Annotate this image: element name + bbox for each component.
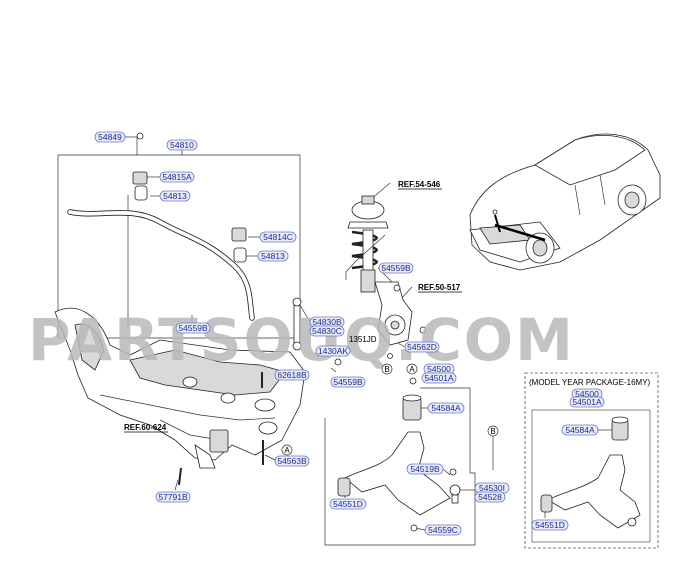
part-label-54849[interactable]: 54849 <box>94 131 126 143</box>
part-label-54551D-b[interactable]: 54551D <box>531 519 569 531</box>
bushing-clamp-right <box>231 227 247 242</box>
svg-text:1430AK: 1430AK <box>318 346 349 356</box>
callout-b-knuckle: B <box>384 365 389 374</box>
part-label-54528[interactable]: 54528 <box>474 491 506 503</box>
svg-text:54849: 54849 <box>98 132 122 142</box>
part-label-1430AK[interactable]: 1430AK <box>315 345 351 357</box>
part-labels: 54849 54810 54815A 54813 54814C 54813 54… <box>94 131 605 536</box>
part-label-54501A-a[interactable]: 54501A <box>421 372 457 384</box>
ref-50-517[interactable]: REF.50-517 <box>418 283 461 292</box>
svg-text:54813: 54813 <box>261 251 285 261</box>
part-label-54810[interactable]: 54810 <box>166 139 198 151</box>
svg-text:54528: 54528 <box>478 492 502 502</box>
callouts: A A B B <box>281 363 499 470</box>
lower-arm-16my <box>540 416 641 529</box>
svg-text:54814C: 54814C <box>263 232 293 242</box>
svg-text:54500: 54500 <box>427 364 451 374</box>
svg-text:54562D: 54562D <box>407 342 437 352</box>
bushing-right <box>233 247 247 263</box>
svg-text:54530I: 54530I <box>479 483 505 493</box>
svg-text:54813: 54813 <box>163 191 187 201</box>
part-label-57791B[interactable]: 57791B <box>155 491 191 503</box>
svg-text:54830B: 54830B <box>312 317 342 327</box>
callout-b-arm: B <box>490 427 495 436</box>
part-label-54584A-b[interactable]: 54584A <box>561 424 599 436</box>
part-label-54559B-b[interactable]: 54559B <box>330 376 366 388</box>
watermark: PARTSOUQ.COM <box>28 306 575 374</box>
part-label-54815A[interactable]: 54815A <box>159 171 195 183</box>
part-label-54814C[interactable]: 54814C <box>259 231 297 243</box>
part-label-54551D-a[interactable]: 54551D <box>329 498 367 510</box>
svg-text:54810: 54810 <box>170 140 194 150</box>
svg-text:54551D: 54551D <box>333 499 363 509</box>
svg-text:54563B: 54563B <box>277 456 307 466</box>
model-year-package-frame <box>524 372 659 549</box>
svg-text:57791B: 57791B <box>158 492 188 502</box>
callout-a-subframe: A <box>284 446 290 455</box>
subframe <box>54 307 306 486</box>
part-label-54501A-b[interactable]: 54501A <box>569 396 605 408</box>
svg-text:54501A: 54501A <box>424 373 454 383</box>
strut-assembly <box>292 195 427 373</box>
lower-arm-main <box>337 377 461 532</box>
plain-1351JD: 1351JD <box>349 335 377 344</box>
part-label-54584A-a[interactable]: 54584A <box>427 402 465 414</box>
part-label-54559B-c[interactable]: 54559B <box>378 262 414 274</box>
svg-text:54584A: 54584A <box>431 403 461 413</box>
part-label-54562D[interactable]: 54562D <box>404 341 440 353</box>
svg-text:54830C: 54830C <box>312 326 342 336</box>
svg-text:54559B: 54559B <box>333 377 363 387</box>
ref-54-546[interactable]: REF.54-546 <box>398 180 441 189</box>
part-label-54813-b[interactable]: 54813 <box>257 250 289 262</box>
part-label-54559B-a[interactable]: 54559B <box>175 322 211 334</box>
bushing-left <box>134 185 148 201</box>
bolt-54849 <box>136 132 144 140</box>
svg-text:54815A: 54815A <box>162 172 192 182</box>
svg-text:54500: 54500 <box>575 389 599 399</box>
part-label-54500-b[interactable]: 54500 <box>571 388 603 400</box>
callout-a-arm: A <box>409 365 415 374</box>
svg-text:54559C: 54559C <box>428 525 458 535</box>
bushing-clamp-left <box>132 171 148 185</box>
svg-text:54551D: 54551D <box>535 520 565 530</box>
svg-text:54584A: 54584A <box>565 425 595 435</box>
car-illustration <box>469 133 661 271</box>
package-caption: (MODEL YEAR PACKAGE-16MY) <box>529 378 651 387</box>
part-label-54830B[interactable]: 54830B <box>309 316 345 328</box>
ref-60-624[interactable]: REF.60-624 <box>124 423 167 432</box>
svg-text:54501A: 54501A <box>572 397 602 407</box>
part-label-54813-a[interactable]: 54813 <box>159 190 191 202</box>
part-label-54519B[interactable]: 54519B <box>406 463 444 475</box>
stabilizer-bar <box>67 132 255 321</box>
part-label-54563B[interactable]: 54563B <box>274 455 310 467</box>
svg-text:54519B: 54519B <box>410 464 440 474</box>
part-label-62618B[interactable]: 62618B <box>274 369 310 381</box>
package-inner-frame <box>531 409 651 543</box>
bolt-54562D <box>419 326 427 334</box>
part-label-54559C[interactable]: 54559C <box>424 524 462 536</box>
svg-text:54559B: 54559B <box>381 263 411 273</box>
svg-text:54559B: 54559B <box>178 323 208 333</box>
part-label-54830C[interactable]: 54830C <box>309 325 345 337</box>
svg-text:62618B: 62618B <box>277 370 307 380</box>
